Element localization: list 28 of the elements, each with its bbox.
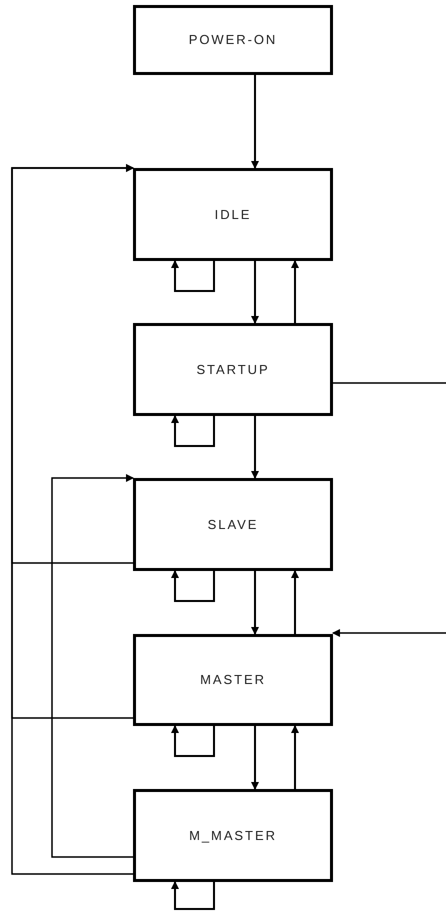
state-label: MASTER <box>200 671 266 690</box>
state-box <box>133 789 333 882</box>
state-box <box>133 634 333 726</box>
arrow <box>171 415 215 447</box>
state-box <box>133 5 333 75</box>
arrow <box>171 725 215 757</box>
arrow <box>251 261 259 324</box>
arrow <box>332 629 446 637</box>
state-label: POWER-ON <box>188 31 278 50</box>
arrow <box>171 260 215 292</box>
arrow <box>51 474 134 858</box>
arrow <box>291 725 299 789</box>
arrow <box>251 75 259 169</box>
state-label: STARTUP <box>196 360 270 379</box>
arrow <box>251 571 259 635</box>
arrow <box>291 260 299 323</box>
state-label: M_MASTER <box>189 826 277 845</box>
arrow <box>11 164 134 875</box>
state-box <box>133 168 333 261</box>
arrow <box>171 570 215 602</box>
state-box <box>133 323 333 416</box>
state-box <box>133 478 333 571</box>
arrow <box>291 570 299 634</box>
state-label: IDLE <box>214 206 252 224</box>
arrow <box>251 726 259 790</box>
arrow <box>171 881 215 910</box>
state-label: SLAVE <box>208 516 258 534</box>
arrow <box>251 416 259 479</box>
